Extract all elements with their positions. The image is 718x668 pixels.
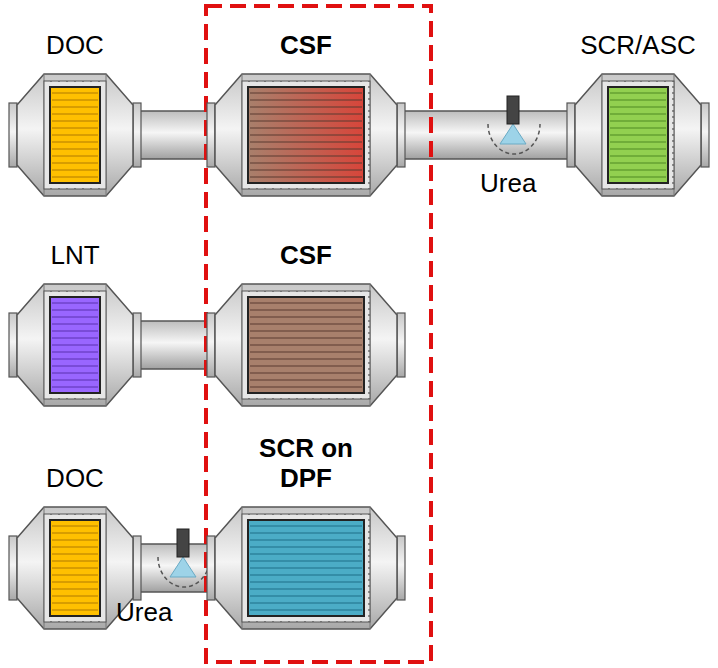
catalyst-canister bbox=[206, 505, 406, 631]
urea-injector bbox=[488, 96, 540, 154]
exhaust-pipe bbox=[138, 321, 210, 369]
unit-label: CSF bbox=[206, 240, 406, 270]
highlight-box bbox=[206, 6, 431, 662]
exhaust-pipe bbox=[402, 111, 570, 159]
catalyst-unit: CSF bbox=[206, 240, 406, 408]
exhaust-pipe bbox=[138, 544, 210, 592]
catalyst-canister bbox=[566, 72, 710, 198]
catalyst-unit: LNT bbox=[8, 240, 142, 408]
unit-label: DOC bbox=[8, 30, 142, 60]
catalyst-unit: DOC bbox=[8, 30, 142, 198]
catalyst-canister bbox=[8, 72, 142, 198]
urea-label: Urea bbox=[116, 597, 172, 627]
catalyst-unit: CSF bbox=[206, 30, 406, 198]
catalyst-canister bbox=[206, 282, 406, 408]
catalyst-canister bbox=[206, 72, 406, 198]
unit-label: SCR/ASC bbox=[566, 30, 710, 60]
unit-label: DOC bbox=[8, 463, 142, 493]
urea-label: Urea bbox=[480, 168, 536, 198]
catalyst-unit: SCR on DPF bbox=[206, 433, 406, 631]
exhaust-pipe bbox=[138, 111, 210, 159]
catalyst-canister bbox=[8, 282, 142, 408]
unit-label: LNT bbox=[8, 240, 142, 270]
urea-injector bbox=[158, 529, 210, 587]
catalyst-unit: SCR/ASC bbox=[566, 30, 710, 198]
unit-label: CSF bbox=[206, 30, 406, 60]
unit-label: SCR on DPF bbox=[246, 433, 366, 493]
